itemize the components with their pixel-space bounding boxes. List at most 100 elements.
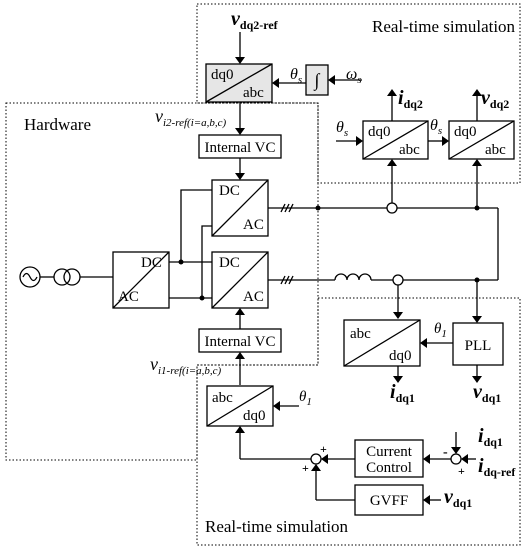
inductor-icon bbox=[334, 273, 498, 281]
svg-text:GVFF: GVFF bbox=[370, 493, 408, 509]
abc-dq0-block-measure: abc dq0 bbox=[343, 319, 421, 367]
transformer-icon bbox=[53, 268, 81, 286]
current-control-block: Current Control bbox=[354, 439, 424, 478]
signal-theta-s-top: θs bbox=[290, 66, 302, 86]
svg-text:abc: abc bbox=[243, 85, 264, 101]
signal-i-dq-ref: idq-ref bbox=[478, 455, 516, 479]
integrator-block: ∫ bbox=[305, 64, 329, 96]
dq0-abc-block-top: dq0 abc bbox=[205, 63, 273, 103]
svg-text:DC: DC bbox=[219, 255, 240, 271]
internal-vc-block-top: Internal VC bbox=[198, 134, 282, 159]
arrowhead bbox=[472, 376, 482, 383]
junction-dot bbox=[199, 295, 205, 301]
arrowhead bbox=[442, 136, 449, 146]
signal-omega-s: ωs bbox=[346, 66, 362, 86]
arrowhead bbox=[235, 128, 245, 135]
three-phase-marks-lower bbox=[280, 275, 294, 285]
svg-text:∫: ∫ bbox=[314, 70, 321, 91]
svg-text:dq0: dq0 bbox=[389, 348, 412, 364]
arrowhead bbox=[472, 89, 482, 96]
sum-sign-minus: - bbox=[443, 445, 448, 460]
signal-theta-s-right: θs bbox=[430, 117, 442, 137]
ac-source-icon bbox=[19, 266, 41, 288]
signal-v-dq1-out: vdq1 bbox=[473, 381, 501, 405]
signal-i-dq1-in: idq1 bbox=[478, 425, 503, 449]
svg-text:abc: abc bbox=[350, 326, 371, 342]
arrowhead bbox=[472, 316, 482, 323]
signal-v-i1-ref: vi1-ref(i=a,b,c) bbox=[150, 354, 222, 377]
svg-text:Internal VC: Internal VC bbox=[205, 334, 276, 350]
dq0-abc-block-vdq2: dq0 abc bbox=[448, 120, 515, 160]
arrowhead bbox=[451, 447, 461, 454]
arrowhead bbox=[235, 426, 245, 433]
arrowhead bbox=[235, 173, 245, 180]
signal-theta-1-pll: θ1 bbox=[434, 321, 447, 340]
signal-v-dq1-in: vdq1 bbox=[444, 486, 472, 510]
current-sensor-upper bbox=[386, 202, 398, 214]
arrowhead bbox=[235, 308, 245, 315]
sum-sign-plus-top: + bbox=[320, 442, 327, 456]
signal-v-i2-ref: vi2-ref(i=a,b,c) bbox=[155, 106, 227, 129]
svg-text:dq0: dq0 bbox=[454, 124, 477, 140]
arrowhead bbox=[393, 312, 403, 319]
arrowhead bbox=[420, 338, 427, 348]
svg-text:Control: Control bbox=[366, 460, 412, 476]
svg-text:AC: AC bbox=[243, 289, 264, 305]
svg-text:abc: abc bbox=[485, 142, 506, 158]
arrowhead bbox=[393, 376, 403, 383]
svg-text:abc: abc bbox=[212, 390, 233, 406]
svg-text:AC: AC bbox=[243, 217, 264, 233]
svg-text:AC: AC bbox=[118, 289, 139, 305]
svg-text:PLL: PLL bbox=[465, 338, 492, 354]
abc-dq0-block-control: abc dq0 bbox=[206, 385, 274, 427]
arrowhead bbox=[328, 75, 335, 85]
sum-sign-plus: + bbox=[458, 464, 465, 478]
dc-ac-inverter-lower: DC AC bbox=[211, 251, 269, 309]
ac-dc-rectifier: DC AC bbox=[112, 251, 170, 309]
svg-text:dq0: dq0 bbox=[243, 408, 266, 424]
arrowhead bbox=[423, 495, 430, 505]
dq0-abc-block-idq2: dq0 abc bbox=[362, 120, 429, 160]
dc-ac-inverter-upper: DC AC bbox=[211, 179, 269, 237]
rt-top-label: Real-time simulation bbox=[372, 17, 516, 36]
arrowhead bbox=[272, 78, 279, 88]
arrowhead bbox=[461, 454, 468, 464]
junction-dot bbox=[178, 259, 184, 265]
current-sensor-lower bbox=[392, 274, 404, 286]
arrowhead bbox=[321, 454, 328, 464]
arrowhead bbox=[311, 464, 321, 471]
signal-v-dq2-ref: vdq2-ref bbox=[231, 8, 279, 32]
three-phase-marks-upper bbox=[280, 203, 294, 213]
hardware-label: Hardware bbox=[24, 115, 91, 134]
arrowhead bbox=[235, 57, 245, 64]
svg-text:dq0: dq0 bbox=[211, 67, 234, 83]
hardware-region-border bbox=[5, 102, 319, 461]
arrowhead bbox=[387, 159, 397, 166]
sum-junction-right bbox=[450, 453, 462, 465]
signal-theta-s-mid: θs bbox=[336, 119, 348, 139]
sum-sign-plus-bottom: + bbox=[302, 461, 309, 475]
signal-v-dq2: vdq2 bbox=[481, 87, 509, 111]
svg-text:DC: DC bbox=[141, 255, 162, 271]
svg-text:Current: Current bbox=[366, 444, 413, 460]
arrowhead bbox=[235, 352, 245, 359]
signal-i-dq1-out: idq1 bbox=[390, 381, 415, 405]
rt-bottom-label: Real-time simulation bbox=[205, 517, 349, 536]
internal-vc-block-bottom: Internal VC bbox=[198, 328, 282, 353]
svg-text:Internal VC: Internal VC bbox=[205, 140, 276, 156]
svg-text:abc: abc bbox=[399, 142, 420, 158]
arrowhead bbox=[472, 159, 482, 166]
arrowhead bbox=[423, 454, 430, 464]
arrowhead bbox=[387, 89, 397, 96]
svg-text:dq0: dq0 bbox=[368, 124, 391, 140]
pll-block: PLL bbox=[452, 322, 504, 366]
gvff-block: GVFF bbox=[354, 484, 424, 516]
signal-i-dq2: idq2 bbox=[398, 87, 423, 111]
arrowhead bbox=[356, 136, 363, 146]
svg-text:DC: DC bbox=[219, 183, 240, 199]
signal-theta-1-ctrl: θ1 bbox=[299, 389, 312, 408]
junction-dot bbox=[315, 205, 321, 211]
arrowhead bbox=[273, 401, 280, 411]
